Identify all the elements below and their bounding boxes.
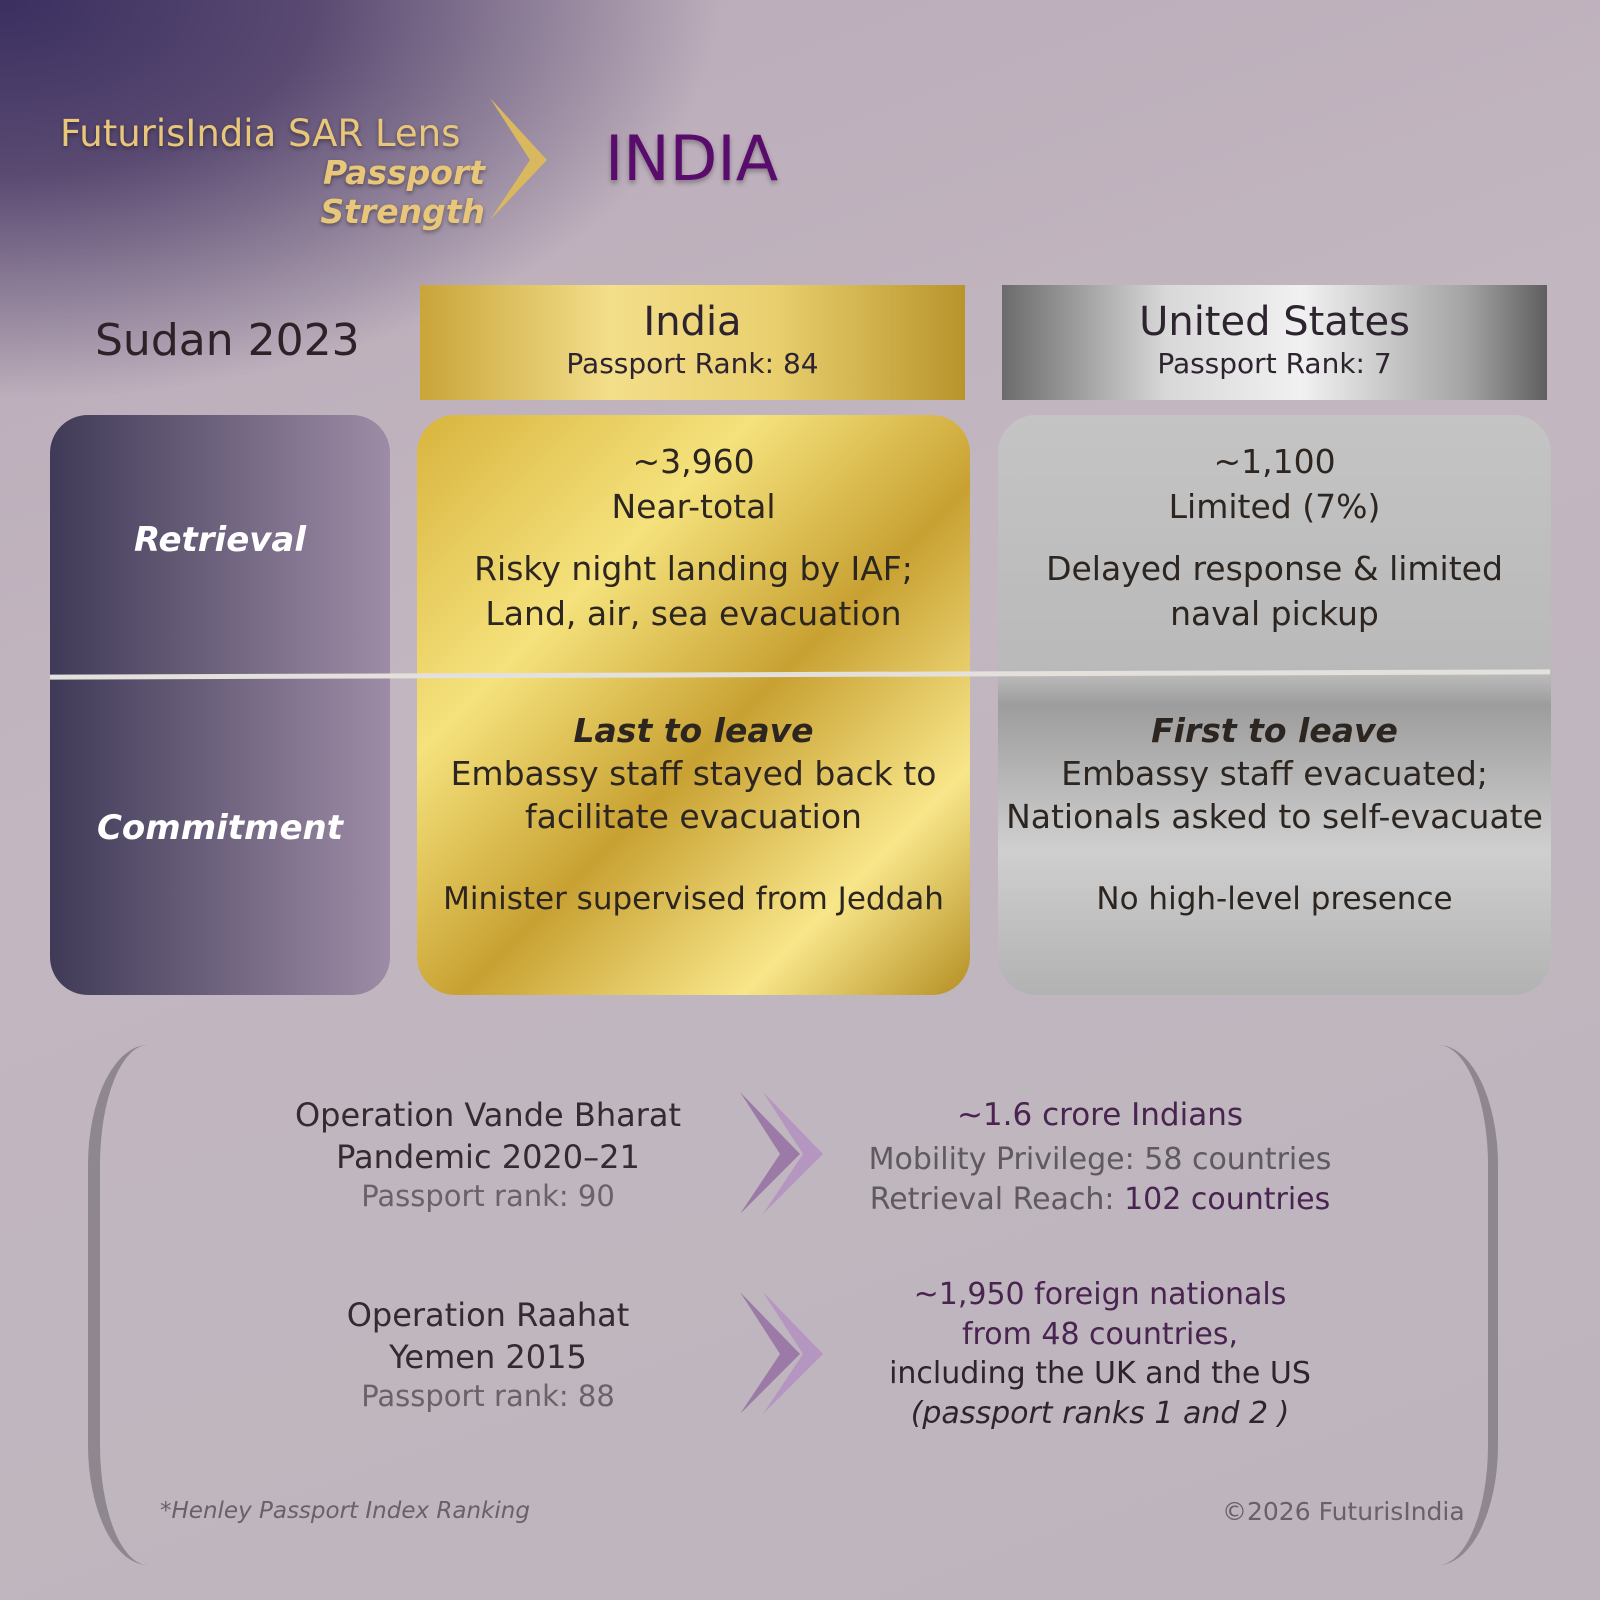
presence: Minister supervised from Jeddah <box>443 880 944 917</box>
column-header-us: United States Passport Rank: 7 <box>1002 285 1547 400</box>
operations-panel <box>88 1045 1498 1565</box>
op-name: Operation Raahat <box>346 1296 630 1334</box>
note: Embassy staff stayed back to <box>450 753 937 793</box>
double-chevron-icon <box>740 1092 823 1214</box>
column-rank: Passport Rank: 84 <box>566 347 819 380</box>
chevron-right-icon <box>490 98 547 220</box>
row-label-commitment: Commitment <box>96 808 344 848</box>
mobility-value: 58 countries <box>1144 1141 1332 1177</box>
footnote: *Henley Passport Index Ranking <box>160 1498 530 1524</box>
us-commitment: First to leave Embassy staff evacuated; … <box>998 710 1551 919</box>
op-context: Yemen 2015 <box>389 1337 587 1376</box>
us-retrieval: ~1,100 Limited (7%) Delayed response & l… <box>998 440 1551 636</box>
reach-label: Retrieval Reach: <box>869 1181 1115 1217</box>
note: Nationals asked to self-evacuate <box>1006 796 1543 836</box>
us-card <box>998 415 1551 995</box>
coverage: Near-total <box>611 486 776 526</box>
presence: No high-level presence <box>1096 880 1453 917</box>
result-line: including the UK and the US <box>889 1356 1311 1392</box>
section-label: Sudan 2023 <box>95 315 360 366</box>
double-chevron-icon <box>740 1292 823 1414</box>
op-context: Pandemic 2020–21 <box>336 1137 640 1176</box>
result-line: (passport ranks 1 and 2 ) <box>910 1395 1290 1431</box>
column-name: India <box>643 299 742 345</box>
coverage: Limited (7%) <box>1168 486 1381 526</box>
count: ~1,100 <box>1213 442 1336 481</box>
result: ~1.6 crore Indians <box>956 1097 1244 1133</box>
column-header-india: India Passport Rank: 84 <box>420 285 965 400</box>
column-rank: Passport Rank: 7 <box>1157 347 1392 380</box>
column-name: United States <box>1139 299 1410 345</box>
commit-title: Last to leave <box>573 711 814 750</box>
note: naval pickup <box>1170 593 1379 633</box>
reach-value: 102 countries <box>1124 1181 1331 1217</box>
op-name: Operation Vande Bharat <box>294 1096 682 1134</box>
note: Land, air, sea evacuation <box>485 593 902 633</box>
commit-title: First to leave <box>1151 711 1398 750</box>
row-labels-card <box>50 415 390 995</box>
brand-title: FuturisIndia SAR Lens <box>60 112 461 155</box>
result-line: ~1,950 foreign nationals <box>913 1277 1287 1312</box>
copyright: ©2026 FuturisIndia <box>1222 1497 1465 1526</box>
india-retrieval: ~3,960 Near-total Risky night landing by… <box>417 440 970 636</box>
result-line: from 48 countries, <box>962 1316 1238 1352</box>
row-label-retrieval: Retrieval <box>133 520 307 560</box>
note: Embassy staff evacuated; <box>1061 753 1488 793</box>
brand-subtitle: Passport Strength <box>320 153 485 231</box>
mobility-label: Mobility Privilege: <box>868 1141 1135 1177</box>
count: ~3,960 <box>632 442 755 481</box>
note: facilitate evacuation <box>525 796 862 836</box>
note: Risky night landing by IAF; <box>474 549 913 589</box>
operation-raahat: Operation Raahat Yemen 2015 Passport ran… <box>278 1295 698 1416</box>
page-title: INDIA <box>605 122 779 195</box>
operation-vande-bharat: Operation Vande Bharat Pandemic 2020–21 … <box>278 1095 698 1216</box>
india-card <box>417 415 970 995</box>
india-commitment: Last to leave Embassy staff stayed back … <box>417 710 970 919</box>
op-rank: Passport rank: 88 <box>361 1379 615 1414</box>
vande-bharat-result: ~1.6 crore Indians Mobility Privilege: 5… <box>850 1095 1350 1219</box>
raahat-result: ~1,950 foreign nationals from 48 countri… <box>850 1275 1350 1433</box>
note: Delayed response & limited <box>1046 549 1503 589</box>
op-rank: Passport rank: 90 <box>361 1179 615 1214</box>
